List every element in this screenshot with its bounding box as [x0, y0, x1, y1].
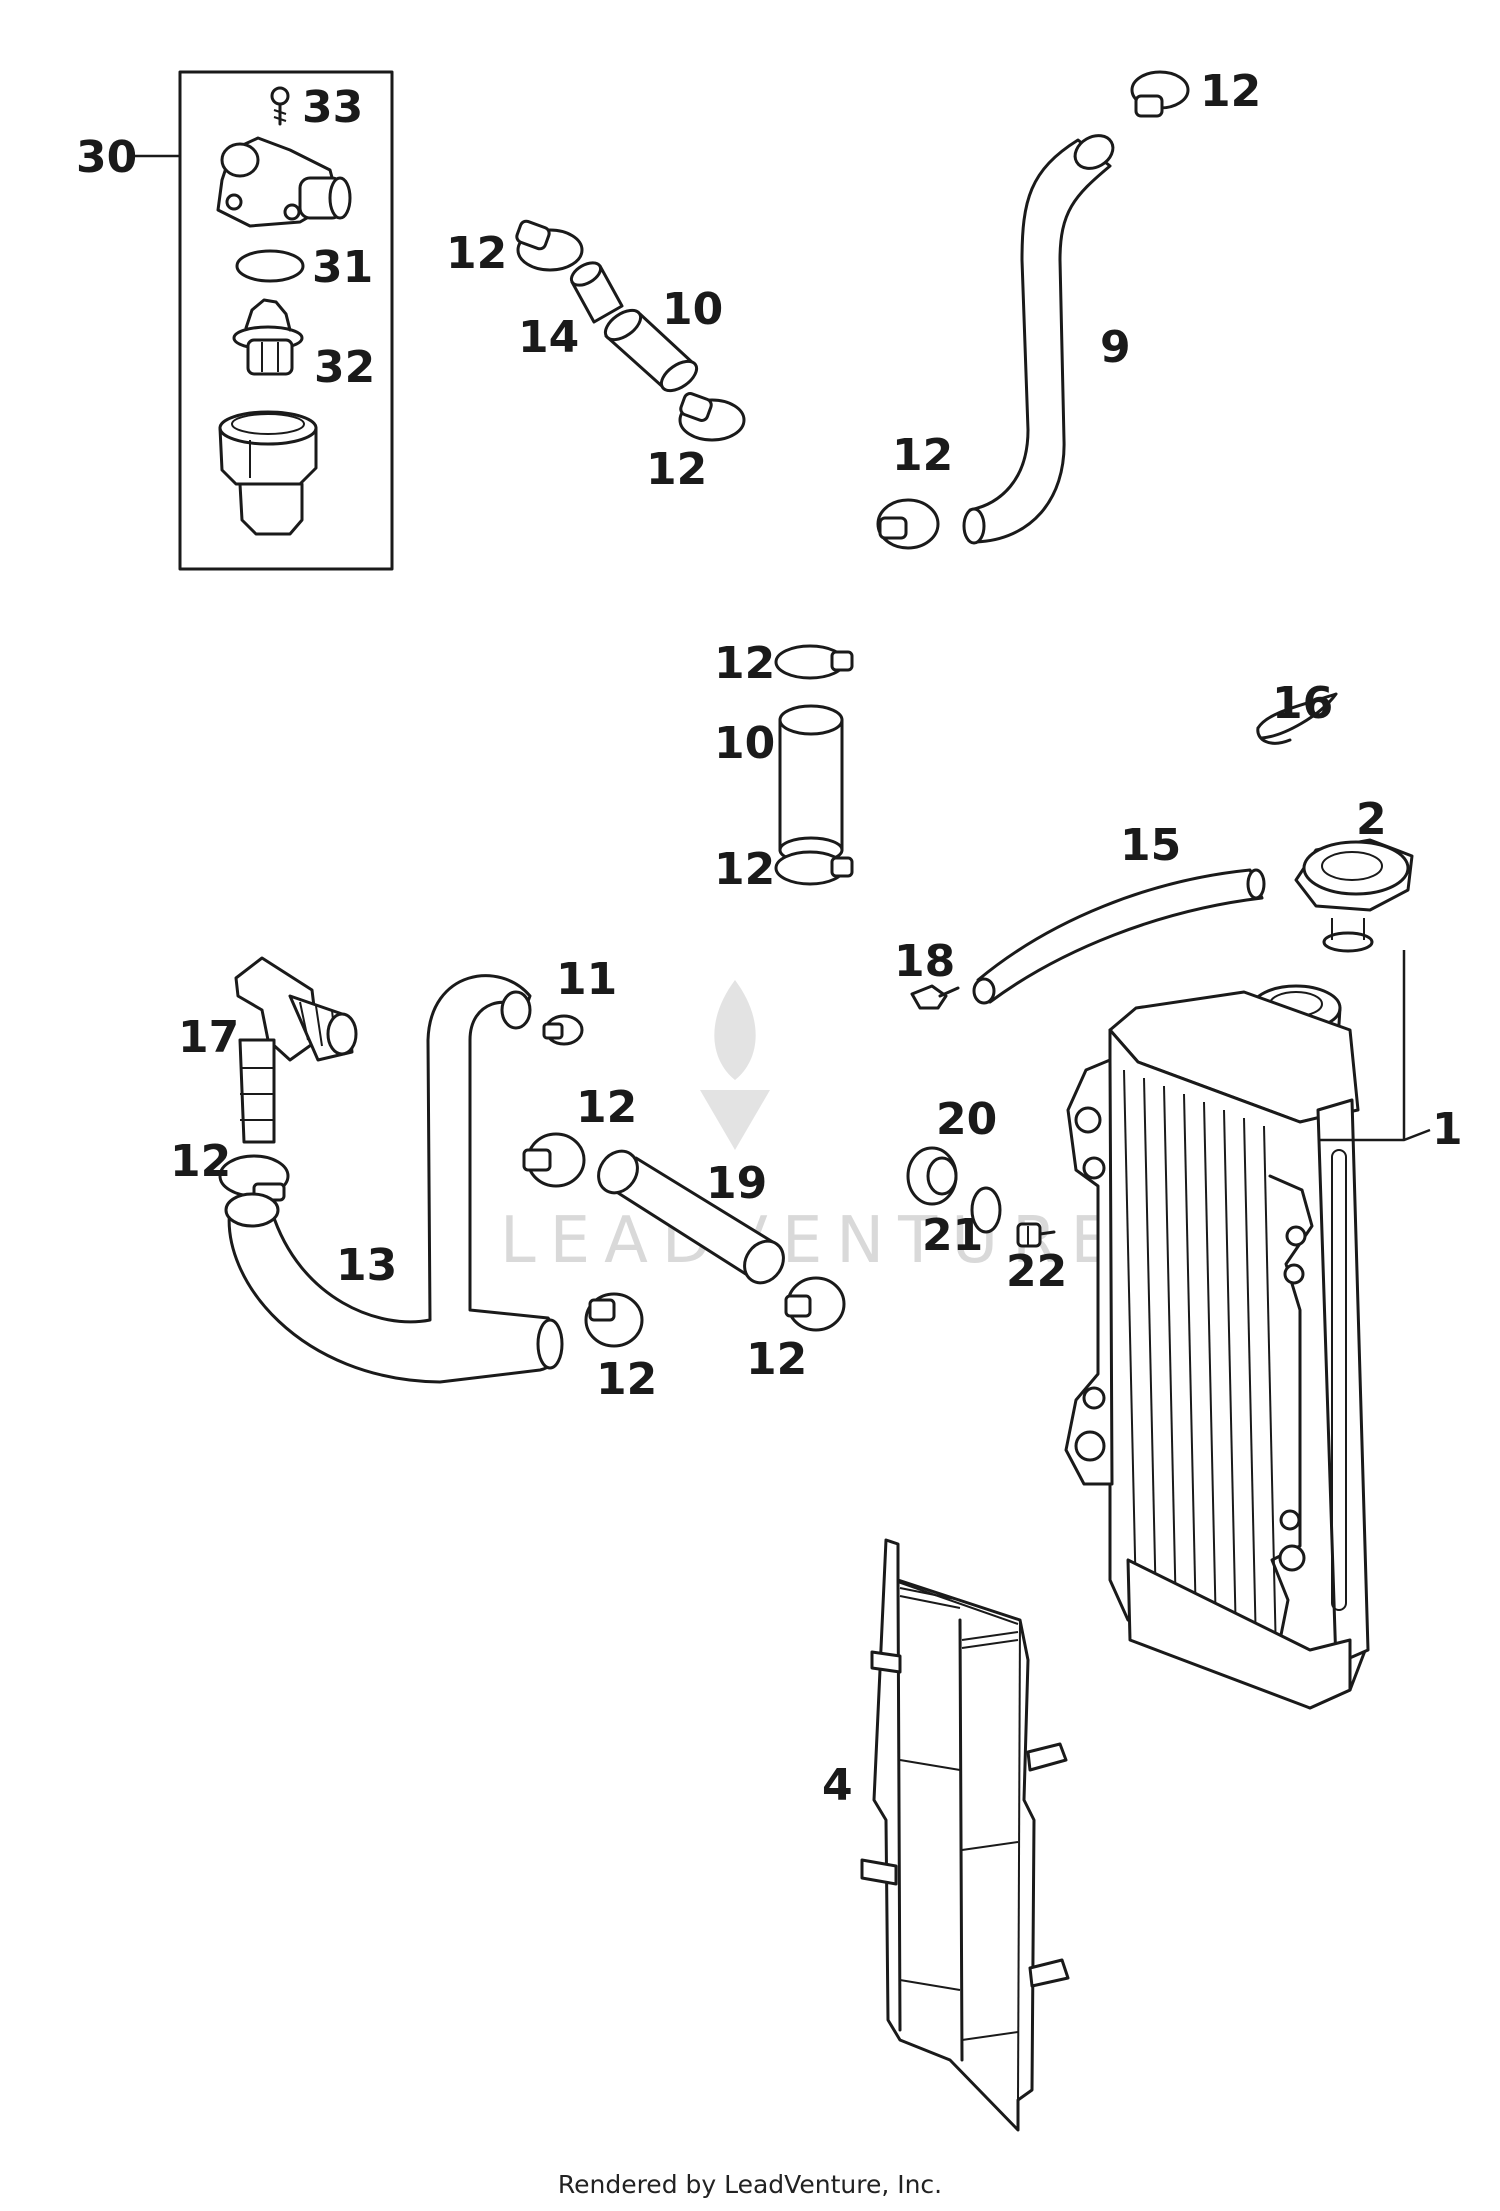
hose-clamp-12-i [584, 1292, 644, 1348]
radiator-guard-4: 4 [822, 1538, 1070, 2132]
upper-hose-group: 12 9 12 [876, 66, 1261, 550]
clip-16: 16 [1256, 678, 1338, 745]
callout-19: 19 [706, 1158, 767, 1209]
callout-12-a: 12 [446, 228, 507, 279]
hose-clamp-12-b [678, 392, 746, 442]
callout-33: 33 [302, 82, 363, 133]
watermark: LEADVENTURE [500, 980, 1125, 1278]
thermostat-32 [232, 298, 304, 376]
hose-clamp-12-d [876, 498, 940, 550]
callout-12-j: 12 [746, 1334, 807, 1385]
callout-12-b: 12 [646, 444, 707, 495]
fitting-17 [234, 956, 358, 1144]
callout-15: 15 [1120, 820, 1181, 871]
callout-16: 16 [1272, 678, 1333, 729]
callout-12-i: 12 [596, 1354, 657, 1405]
callout-10-a: 10 [662, 284, 723, 335]
middle-hose-group: 12 10 12 [714, 638, 854, 895]
callout-12-c: 12 [1200, 66, 1261, 117]
watermark-text: LEADVENTURE [500, 1204, 1125, 1278]
grommet-20 [906, 1146, 958, 1206]
thermostat-cover [216, 136, 352, 228]
callout-13: 13 [336, 1240, 397, 1291]
hose-10-vertical [778, 704, 844, 864]
thermostat-housing [218, 410, 318, 536]
callout-10-b: 10 [714, 718, 775, 769]
rendered-by-credit: Rendered by LeadVenture, Inc. [557, 2170, 943, 2199]
hose-clamp-12-e [774, 644, 854, 680]
callout-9: 9 [1100, 322, 1131, 373]
callout-12-e: 12 [714, 638, 775, 689]
callout-22: 22 [1006, 1246, 1067, 1297]
hose-clamp-12-c [1130, 70, 1190, 118]
washer-21 [970, 1186, 1002, 1234]
callout-12-d: 12 [892, 430, 953, 481]
callout-32: 32 [314, 342, 375, 393]
callout-20: 20 [936, 1094, 997, 1145]
callout-2: 2 [1356, 794, 1387, 845]
callout-18: 18 [894, 936, 955, 987]
radiator-cap-2 [1294, 838, 1414, 953]
mounting-hardware: 20 21 22 [906, 1094, 1067, 1297]
callout-11: 11 [556, 954, 617, 1005]
hose-clamp-12-j [784, 1276, 846, 1332]
callout-12-h: 12 [576, 1082, 637, 1133]
hose-clamp-12-a [515, 219, 584, 272]
callout-1: 1 [1432, 1104, 1463, 1155]
hose-clamp-12-h [522, 1132, 586, 1188]
o-ring-31 [235, 249, 305, 283]
hose-9 [962, 134, 1115, 545]
callout-30: 30 [76, 132, 137, 183]
callout-31: 31 [312, 242, 373, 293]
short-hose-group: 12 14 10 12 [446, 219, 746, 495]
callout-17: 17 [178, 1012, 239, 1063]
callout-12-g: 12 [170, 1136, 231, 1187]
hose-clamp-12-f [774, 850, 854, 886]
hose-13 [224, 974, 564, 1384]
radiator-fins [1123, 1069, 1277, 1657]
bolt-22 [1016, 1222, 1056, 1248]
hose-clamp-11 [542, 1014, 584, 1046]
callout-4: 4 [822, 1760, 853, 1811]
radiator-1: 1 [1064, 950, 1463, 1710]
lower-hose-group: 11 17 12 12 19 13 12 12 [170, 954, 846, 1405]
overflow-hose-15 [976, 868, 1264, 1004]
kit-box [178, 70, 394, 571]
overflow-group: 15 2 18 [894, 794, 1414, 1010]
callout-12-f: 12 [714, 844, 775, 895]
thermostat-assembly-kit: 30 33 31 32 [76, 70, 394, 571]
callout-21: 21 [922, 1210, 983, 1261]
screw-33 [270, 86, 290, 126]
hose-10-short [603, 308, 699, 393]
fitting-18 [910, 984, 960, 1010]
hose-19 [597, 1149, 785, 1285]
callout-14: 14 [518, 312, 579, 363]
sleeve-14 [569, 261, 624, 324]
